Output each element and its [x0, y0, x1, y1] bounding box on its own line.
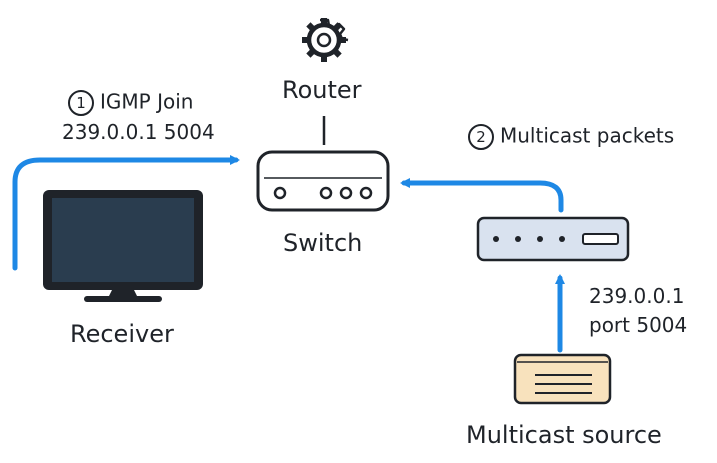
router-label: Router: [282, 76, 362, 104]
switch-label: Switch: [283, 229, 363, 257]
receiver-label: Receiver: [70, 320, 174, 348]
step-1-detail: 239.0.0.1 5004: [62, 120, 215, 144]
monitor-icon: [43, 190, 203, 302]
multicast-source-label: Multicast source: [466, 421, 662, 449]
step-2-number: 2: [468, 124, 494, 150]
igmp-join-arrow: [12, 155, 240, 271]
step-2-text: Multicast packets: [500, 123, 675, 148]
gear-icon: [302, 18, 349, 62]
step-1-number: 1: [68, 90, 94, 116]
source-port-label: port 5004: [589, 313, 688, 337]
server-icon: [513, 353, 612, 405]
switch-icon: [256, 150, 390, 212]
step-1-text: IGMP Join: [100, 89, 194, 114]
network-device-icon: [476, 216, 630, 262]
multicast-packets-arrow: [400, 178, 564, 213]
source-address-label: 239.0.0.1: [589, 284, 685, 308]
